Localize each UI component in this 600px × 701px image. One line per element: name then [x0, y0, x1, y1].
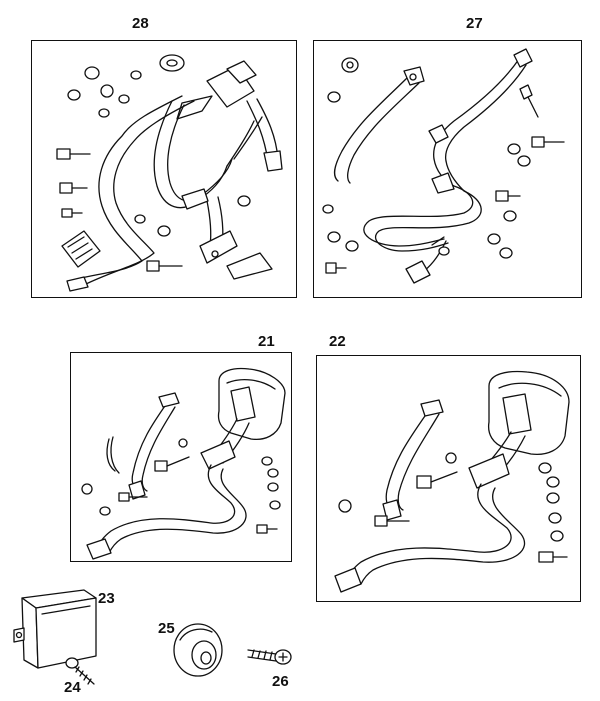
illustration-22 [317, 356, 582, 603]
part-25-escutcheon [174, 624, 222, 676]
part-23-box [14, 590, 96, 668]
part-number-24: 24 [64, 679, 81, 696]
part-number-26: 26 [272, 673, 289, 690]
panel-21-inertia-reel-belt [70, 352, 292, 562]
part-number-28: 28 [132, 15, 149, 32]
panel-27-static-belt-kit [313, 40, 582, 298]
part-number-22: 22 [329, 333, 346, 350]
illustration-27 [314, 41, 583, 299]
panel-22-inertia-reel-belt [316, 355, 581, 602]
part-number-25: 25 [158, 620, 175, 637]
part-number-27: 27 [466, 15, 483, 32]
illustration-21 [71, 353, 293, 563]
part-26-screw [248, 650, 291, 664]
part-number-23: 23 [98, 590, 115, 607]
illustration-28 [32, 41, 298, 299]
panel-28-static-belt-kit [31, 40, 297, 298]
part-number-21: 21 [258, 333, 275, 350]
